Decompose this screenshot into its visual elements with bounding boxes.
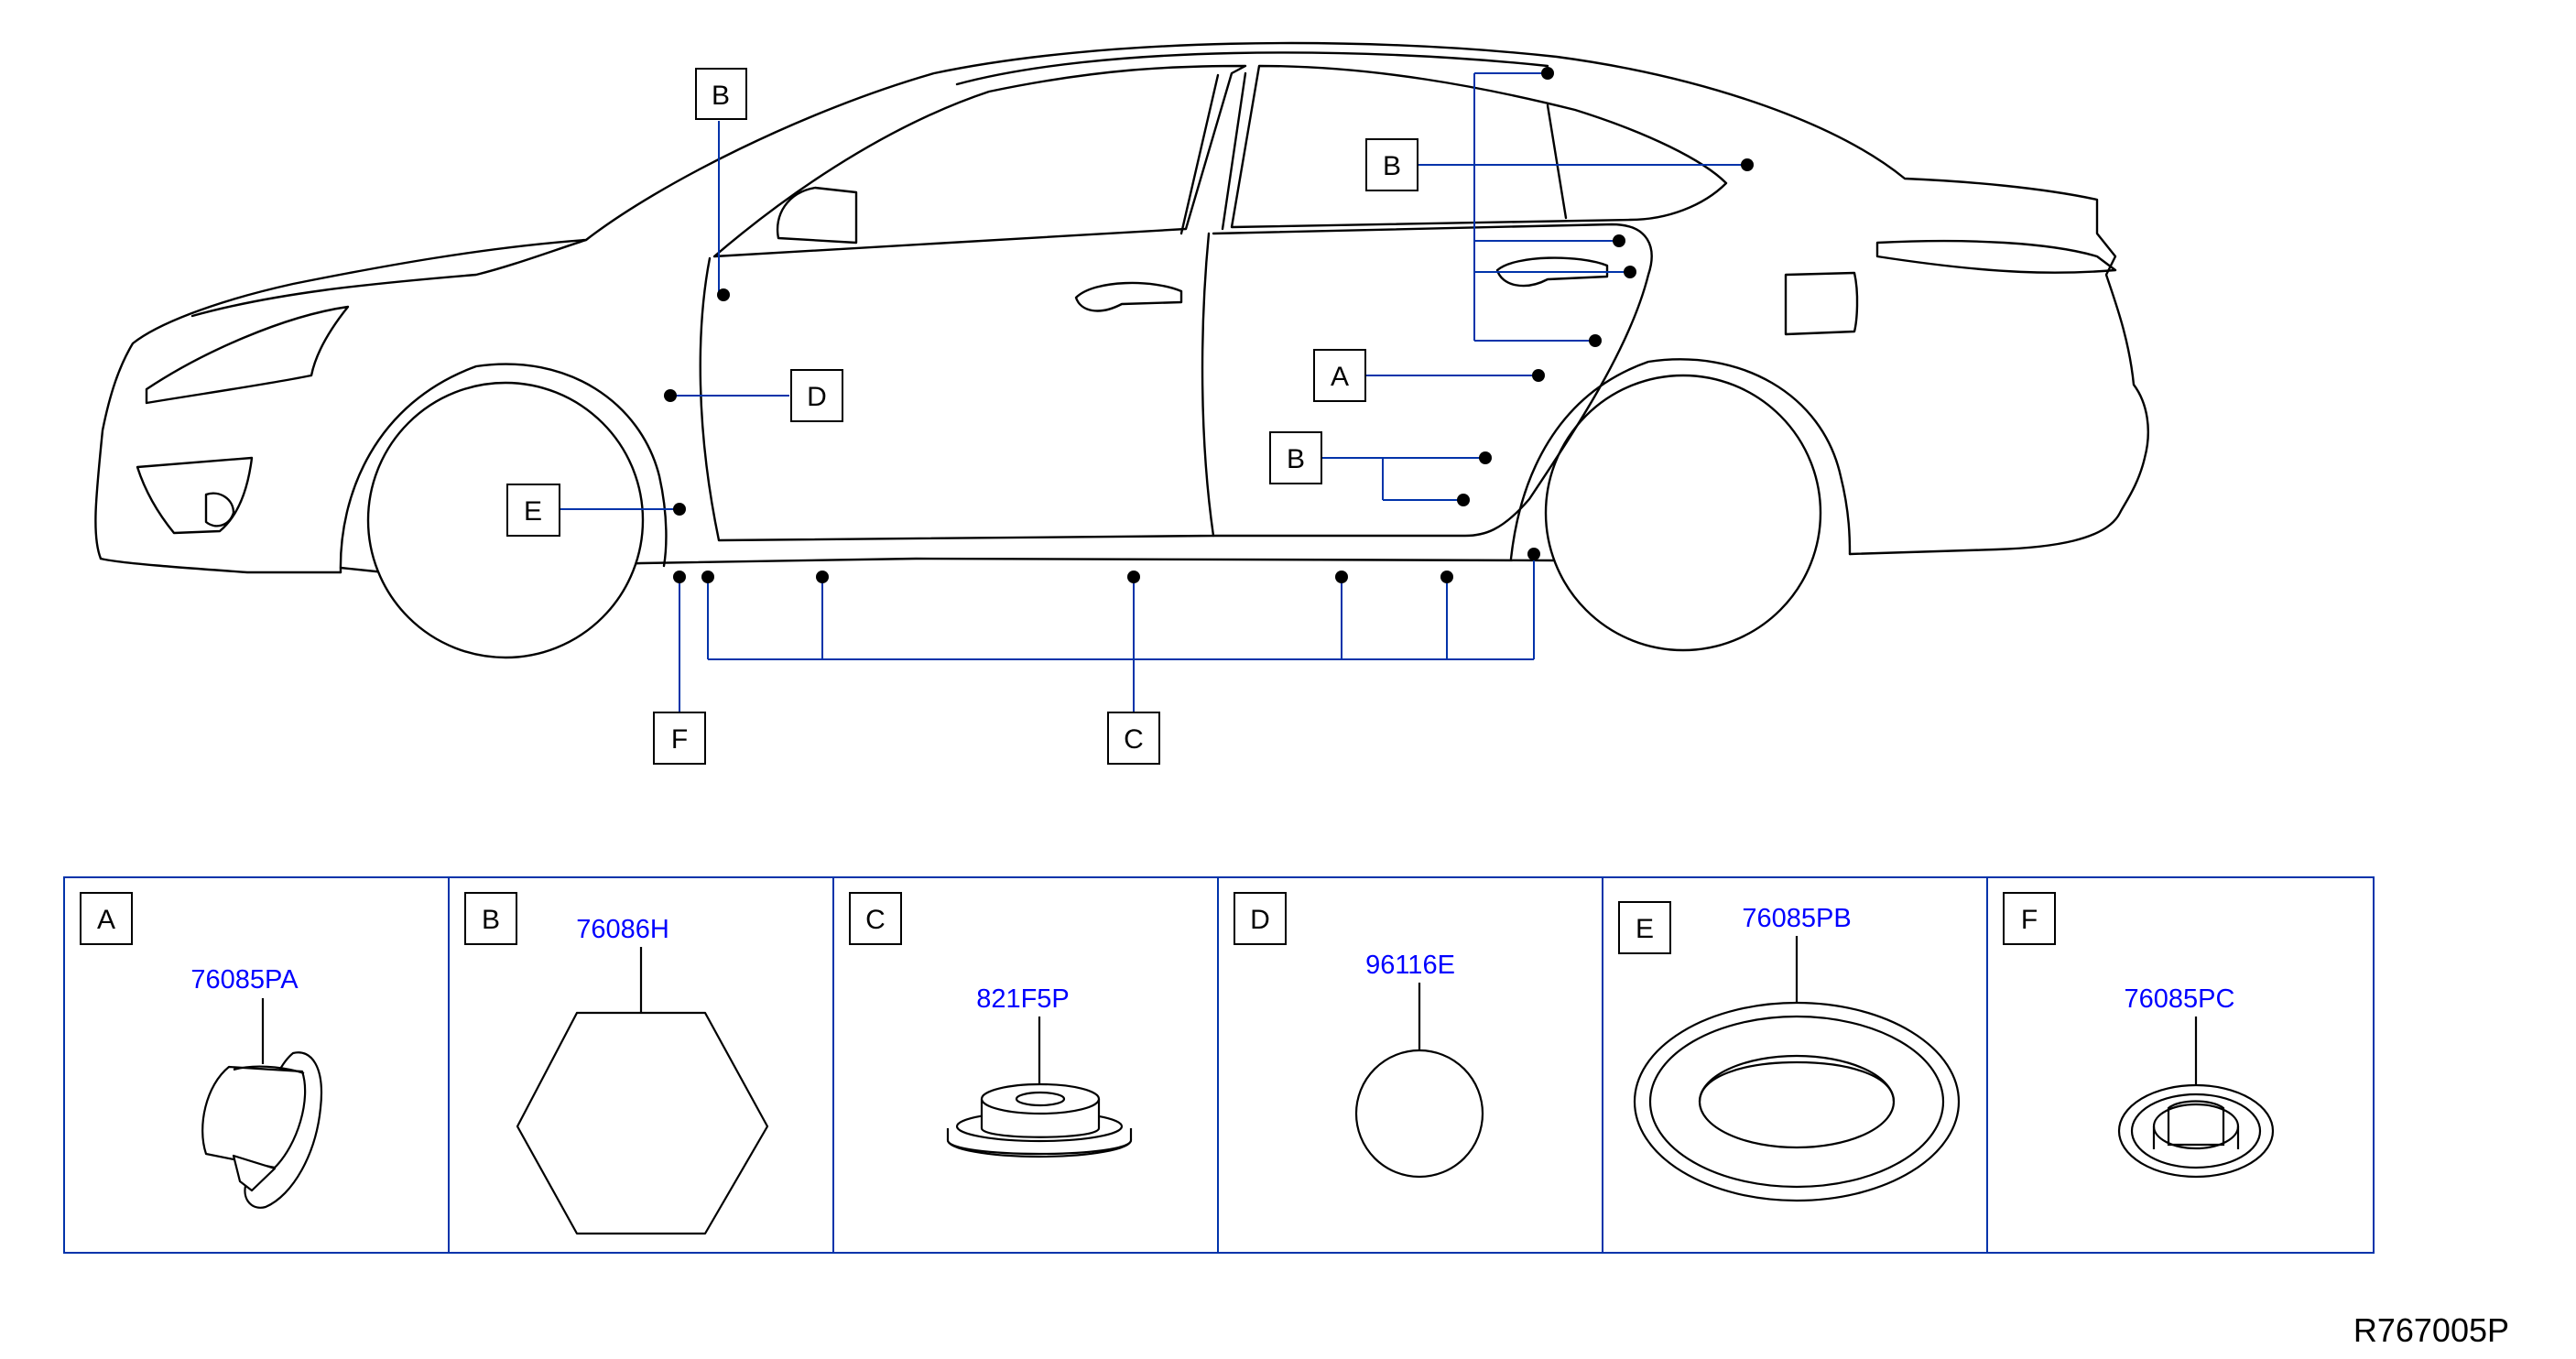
callout-c: C xyxy=(1107,712,1160,765)
fastener-dot xyxy=(673,503,686,516)
callout-letter: B xyxy=(712,81,730,111)
fastener-dot xyxy=(701,571,714,583)
part-letter: F xyxy=(2021,905,2038,935)
callout-leaders xyxy=(560,72,1745,712)
callout-letter: B xyxy=(1383,151,1401,181)
fastener-dot xyxy=(664,389,677,402)
clip-part-illustration xyxy=(201,1051,323,1209)
part-number: 76085PC xyxy=(2125,984,2235,1014)
part-number: 76086H xyxy=(576,915,669,944)
part-cell-c: C 821F5P xyxy=(849,892,1133,1158)
callout-d: D xyxy=(790,369,843,422)
fastener-dot xyxy=(1624,266,1636,278)
round-seal-illustration xyxy=(1354,1049,1484,1179)
part-letter: D xyxy=(1250,905,1270,935)
callout-letter: E xyxy=(524,496,542,527)
part-cell-b: B 76086H xyxy=(464,892,769,1235)
part-number: 96116E xyxy=(1365,951,1455,980)
fastener-dot xyxy=(1479,451,1492,464)
part-letter: A xyxy=(97,905,115,935)
callout-b-right: B xyxy=(1365,138,1418,191)
large-grommet-illustration xyxy=(1633,1001,1961,1202)
callout-letter: F xyxy=(671,724,688,755)
diagram-reference-code: R767005P xyxy=(2353,1311,2509,1349)
fastener-dot xyxy=(1457,494,1470,506)
callout-letter: D xyxy=(807,382,827,412)
fastener-dot xyxy=(673,571,686,583)
small-grommet-illustration xyxy=(2117,1083,2275,1179)
part-cell-e: E 76085PB xyxy=(1618,901,1961,1202)
fastener-dot xyxy=(1527,548,1540,560)
fastener-dot xyxy=(1440,571,1453,583)
part-cell-d: D 96116E xyxy=(1234,892,1484,1179)
grommet-plug-illustration xyxy=(946,1082,1133,1158)
part-cell-a: A 76085PA xyxy=(80,892,323,1209)
part-letter: E xyxy=(1636,914,1654,944)
hexagon-patch-illustration xyxy=(516,1011,769,1235)
fastener-dot xyxy=(1127,571,1140,583)
fastener-dot xyxy=(816,571,829,583)
fastener-dot xyxy=(1741,158,1754,171)
part-number: 76085PB xyxy=(1742,904,1851,933)
callout-b-top: B xyxy=(695,68,747,120)
callout-letter: B xyxy=(1287,444,1305,474)
fastener-dot xyxy=(1335,571,1348,583)
callout-f: F xyxy=(653,712,706,765)
car-side-view xyxy=(94,41,2149,659)
callout-letter: C xyxy=(1124,724,1144,755)
fastener-points xyxy=(664,67,1754,583)
fastener-dot xyxy=(1613,234,1625,247)
part-cell-f: F 76085PC xyxy=(2003,892,2275,1179)
part-number: 76085PA xyxy=(190,965,299,995)
fastener-dot xyxy=(717,288,730,301)
fastener-dot xyxy=(1589,334,1602,347)
fastener-dot xyxy=(1541,67,1554,80)
part-letter: B xyxy=(482,905,500,935)
fastener-dot xyxy=(1532,369,1545,382)
parts-table: A 76085PA B 76086H C 821F5P xyxy=(63,876,2375,1254)
callout-letter: A xyxy=(1331,362,1349,392)
part-number: 821F5P xyxy=(976,984,1070,1014)
callout-e: E xyxy=(506,484,560,537)
part-letter: C xyxy=(865,905,886,935)
callout-b-lower: B xyxy=(1269,431,1322,484)
callout-a: A xyxy=(1313,349,1366,402)
